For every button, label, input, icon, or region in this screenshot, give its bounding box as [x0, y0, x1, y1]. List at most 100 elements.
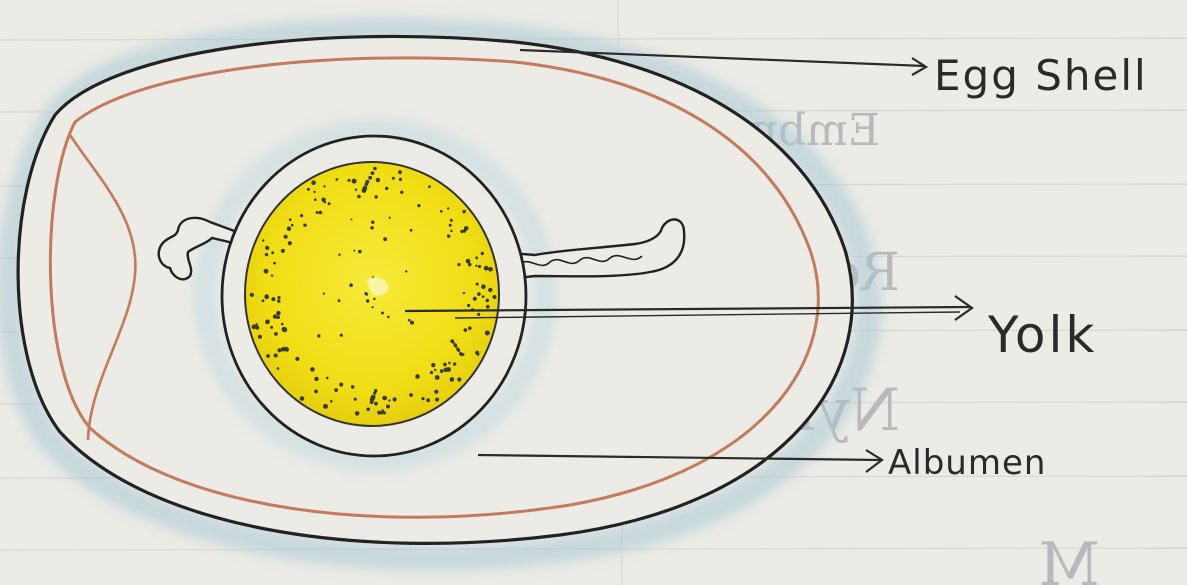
yolk-speckle	[463, 292, 465, 294]
yolk-speckle	[458, 350, 461, 353]
yolk-speckle	[282, 327, 287, 332]
yolk-speckle	[339, 383, 343, 387]
yolk-speckle	[468, 326, 472, 330]
yolk-speckle	[477, 313, 480, 316]
yolk-speckle	[300, 214, 303, 217]
yolk-speckle	[482, 295, 485, 298]
yolk-speckle	[338, 299, 341, 302]
yolk-speckle	[274, 354, 278, 358]
yolk-speckle	[464, 226, 469, 231]
ghost-text-m: M	[1039, 530, 1100, 585]
yolk-speckle	[389, 217, 391, 219]
yolk-speckle	[351, 385, 355, 389]
yolk-speckle	[393, 397, 397, 401]
yolk-speckle	[266, 354, 270, 358]
yolk-speckle	[354, 398, 357, 401]
yolk-speckle	[307, 188, 310, 191]
yolk-speckle	[314, 377, 318, 381]
yolk-speckle	[483, 286, 486, 289]
yolk-speckle	[475, 265, 477, 267]
yolk-speckle	[321, 198, 325, 202]
yolk-speckle	[328, 202, 331, 205]
yolk-speckle	[323, 185, 325, 187]
yolk-speckle	[265, 319, 270, 324]
yolk-speckle	[281, 347, 285, 351]
yolk-speckle	[314, 198, 317, 201]
yolk-speckle	[277, 367, 280, 370]
yolk-speckle	[383, 237, 387, 241]
yolk-speckle	[258, 335, 262, 339]
yolk-speckle	[363, 186, 368, 191]
yolk-speckle	[366, 294, 368, 296]
yolk-speckle	[336, 178, 339, 181]
yolk-speckle	[475, 256, 478, 259]
yolk-speckle	[373, 298, 375, 300]
yolk-speckle	[287, 227, 291, 231]
yolk-speckle	[334, 388, 338, 392]
yolk-speckle	[276, 311, 280, 315]
yolk-speckle	[317, 334, 320, 337]
yolk-speckle	[295, 357, 299, 361]
yolk-speckle	[326, 377, 329, 380]
yolk-speckle	[447, 207, 449, 209]
yolk-speckle	[488, 268, 491, 271]
yolk-speckle	[319, 211, 323, 215]
yolk-speckle	[323, 404, 328, 409]
yolk-speckle	[466, 259, 471, 264]
yolk-speckle	[448, 362, 451, 365]
yolk-speckle	[452, 341, 455, 344]
yolk-speckle	[377, 411, 381, 415]
yolk-speckle	[357, 195, 361, 199]
yolk-speckle	[314, 390, 318, 394]
yolk-speckle	[370, 397, 375, 402]
yolk-speckle	[288, 241, 292, 245]
yolk-speckle	[291, 224, 294, 227]
yolk-speckle	[400, 191, 403, 194]
yolk-speckle	[388, 399, 390, 401]
yolk-speckle	[313, 191, 315, 193]
yolk-speckle	[434, 369, 436, 371]
yolk-speckle	[352, 179, 357, 184]
yolk-speckle	[386, 405, 390, 409]
yolk-speckle	[368, 176, 372, 180]
yolk-speckle	[351, 218, 353, 220]
yolk-speckle	[488, 288, 492, 292]
yolk-speckle	[383, 411, 386, 414]
yolk-speckle	[457, 377, 461, 381]
yolk-speckle	[366, 180, 370, 184]
yolk-speckle	[366, 408, 370, 412]
yolk-speckle	[371, 221, 374, 224]
yolk-speckle	[316, 211, 319, 214]
yolk-speckle	[431, 363, 435, 367]
yolk-speckle	[415, 374, 420, 379]
yolk-speckle	[374, 402, 378, 406]
yolk-speckle	[464, 328, 468, 332]
yolk-speckle	[264, 269, 269, 274]
yolk-speckle	[477, 292, 481, 296]
yolk-speckle	[366, 299, 369, 302]
yolk-speckle	[373, 167, 377, 171]
yolk-speckle	[385, 187, 388, 190]
yolk-speckle	[486, 299, 490, 303]
label-egg-shell: Egg Shell	[934, 51, 1148, 100]
yolk-speckle	[455, 345, 458, 348]
label-albumen: Albumen	[888, 443, 1046, 483]
yolk-speckle	[435, 398, 439, 402]
yolk-speckle	[372, 306, 374, 308]
yolk-speckle	[340, 334, 343, 337]
yolk-speckle	[284, 235, 288, 239]
yolk-speckle	[450, 377, 455, 382]
yolk-speckle	[370, 226, 373, 229]
yolk-speckle	[289, 218, 292, 221]
yolk-speckle	[409, 393, 413, 397]
yolk-speckle	[349, 283, 353, 287]
yolk-speckle	[384, 396, 387, 399]
label-yolk: Yolk	[987, 306, 1097, 364]
yolk-speckle	[443, 363, 447, 367]
yolk-speckle	[273, 314, 277, 318]
yolk-speckle	[476, 283, 479, 286]
yolk-speckle	[371, 171, 375, 175]
yolk-speckle	[255, 323, 258, 326]
yolk-speckle	[428, 185, 431, 188]
